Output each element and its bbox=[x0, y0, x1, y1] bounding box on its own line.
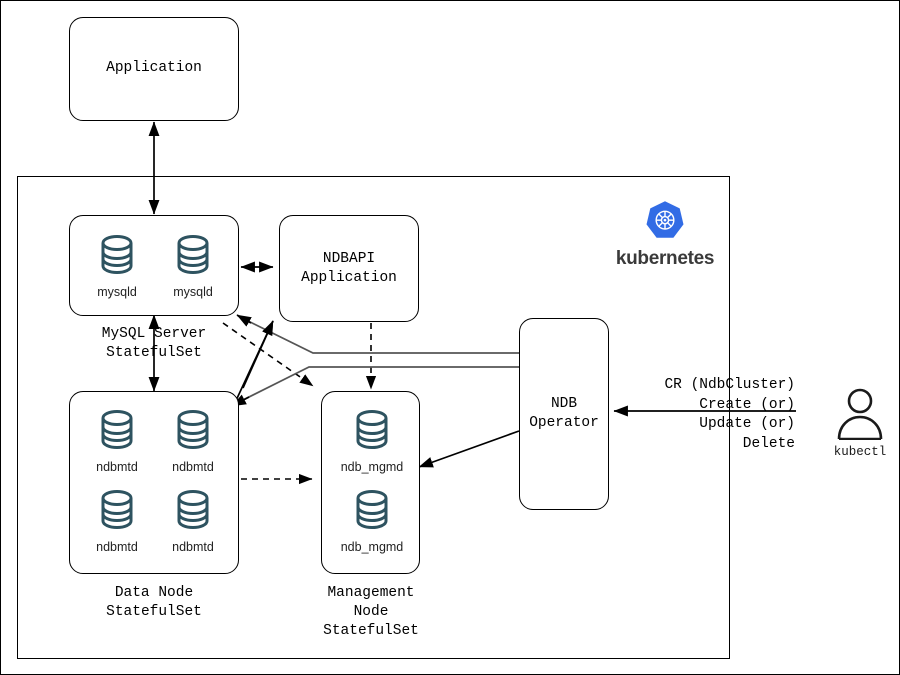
ndbmtd-node-1[interactable]: ndbmtd bbox=[80, 407, 154, 474]
ndb-operator-label: NDB Operator bbox=[529, 396, 599, 431]
ndb-mgmd-node-2[interactable]: ndb_mgmd bbox=[335, 487, 409, 554]
mysqld-node-2-label: mysqld bbox=[173, 285, 213, 299]
kubernetes-helm-icon bbox=[646, 201, 684, 238]
edge-operator-management bbox=[418, 430, 520, 468]
edge-operator-mysql-arrowhead bbox=[236, 314, 252, 327]
user-icon bbox=[837, 388, 883, 441]
database-icon bbox=[356, 410, 388, 450]
mysql-statefulset-caption: MySQL Server StatefulSet bbox=[101, 326, 207, 361]
database-icon bbox=[101, 235, 133, 275]
mysql-statefulset-box[interactable]: mysqld mysqld bbox=[69, 215, 239, 316]
kubernetes-wordmark: kubernetes bbox=[615, 248, 715, 269]
ndb-mgmd-node-1[interactable]: ndb_mgmd bbox=[335, 407, 409, 474]
kubectl-actor[interactable]: kubectl bbox=[815, 388, 899, 459]
database-icon bbox=[177, 410, 209, 450]
mysqld-node-1[interactable]: mysqld bbox=[80, 232, 154, 299]
ndbapi-application-box[interactable]: NDBAPI Application bbox=[279, 215, 419, 322]
ndbmtd-node-2[interactable]: ndbmtd bbox=[156, 407, 230, 474]
ndb-mgmd-node-2-label: ndb_mgmd bbox=[340, 540, 404, 554]
data-node-statefulset-box[interactable]: ndbmtd ndbmtd bbox=[69, 391, 239, 574]
application-box[interactable]: Application bbox=[69, 17, 239, 121]
mysqld-node-2[interactable]: mysqld bbox=[156, 232, 230, 299]
cr-annotation-text: CR (NdbCluster) Create (or) Update (or) … bbox=[664, 377, 795, 452]
database-icon bbox=[177, 235, 209, 275]
application-label: Application bbox=[106, 60, 202, 76]
kubernetes-cluster-boundary bbox=[17, 176, 730, 659]
ndbmtd-node-4[interactable]: ndbmtd bbox=[156, 487, 230, 554]
ndbmtd-node-3[interactable]: ndbmtd bbox=[80, 487, 154, 554]
database-icon bbox=[177, 490, 209, 530]
kubernetes-logo: kubernetes bbox=[601, 200, 729, 270]
ndb-operator-box[interactable]: NDB Operator bbox=[519, 318, 609, 510]
data-node-statefulset-caption: Data Node StatefulSet bbox=[106, 585, 202, 620]
edge-crossing-down bbox=[242, 320, 274, 389]
ndb-mgmd-node-1-label: ndb_mgmd bbox=[340, 460, 404, 474]
edge-operator-datanode-trunk bbox=[232, 366, 519, 406]
ndbmtd-node-1-label: ndbmtd bbox=[96, 460, 138, 474]
database-icon bbox=[101, 410, 133, 450]
management-node-statefulset-caption: Management Node StatefulSet bbox=[323, 585, 419, 639]
management-node-statefulset-box[interactable]: ndb_mgmd ndb_mgmd bbox=[321, 391, 420, 574]
ndbmtd-node-3-label: ndbmtd bbox=[96, 540, 138, 554]
edge-mysql-datanode-dashed bbox=[222, 322, 314, 387]
database-icon bbox=[101, 490, 133, 530]
ndbapi-application-label: NDBAPI Application bbox=[301, 251, 397, 286]
database-icon bbox=[356, 490, 388, 530]
mysqld-node-1-label: mysqld bbox=[97, 285, 137, 299]
ndbmtd-node-2-label: ndbmtd bbox=[172, 460, 214, 474]
ndbmtd-node-4-label: ndbmtd bbox=[172, 540, 214, 554]
kubectl-label: kubectl bbox=[833, 445, 887, 459]
